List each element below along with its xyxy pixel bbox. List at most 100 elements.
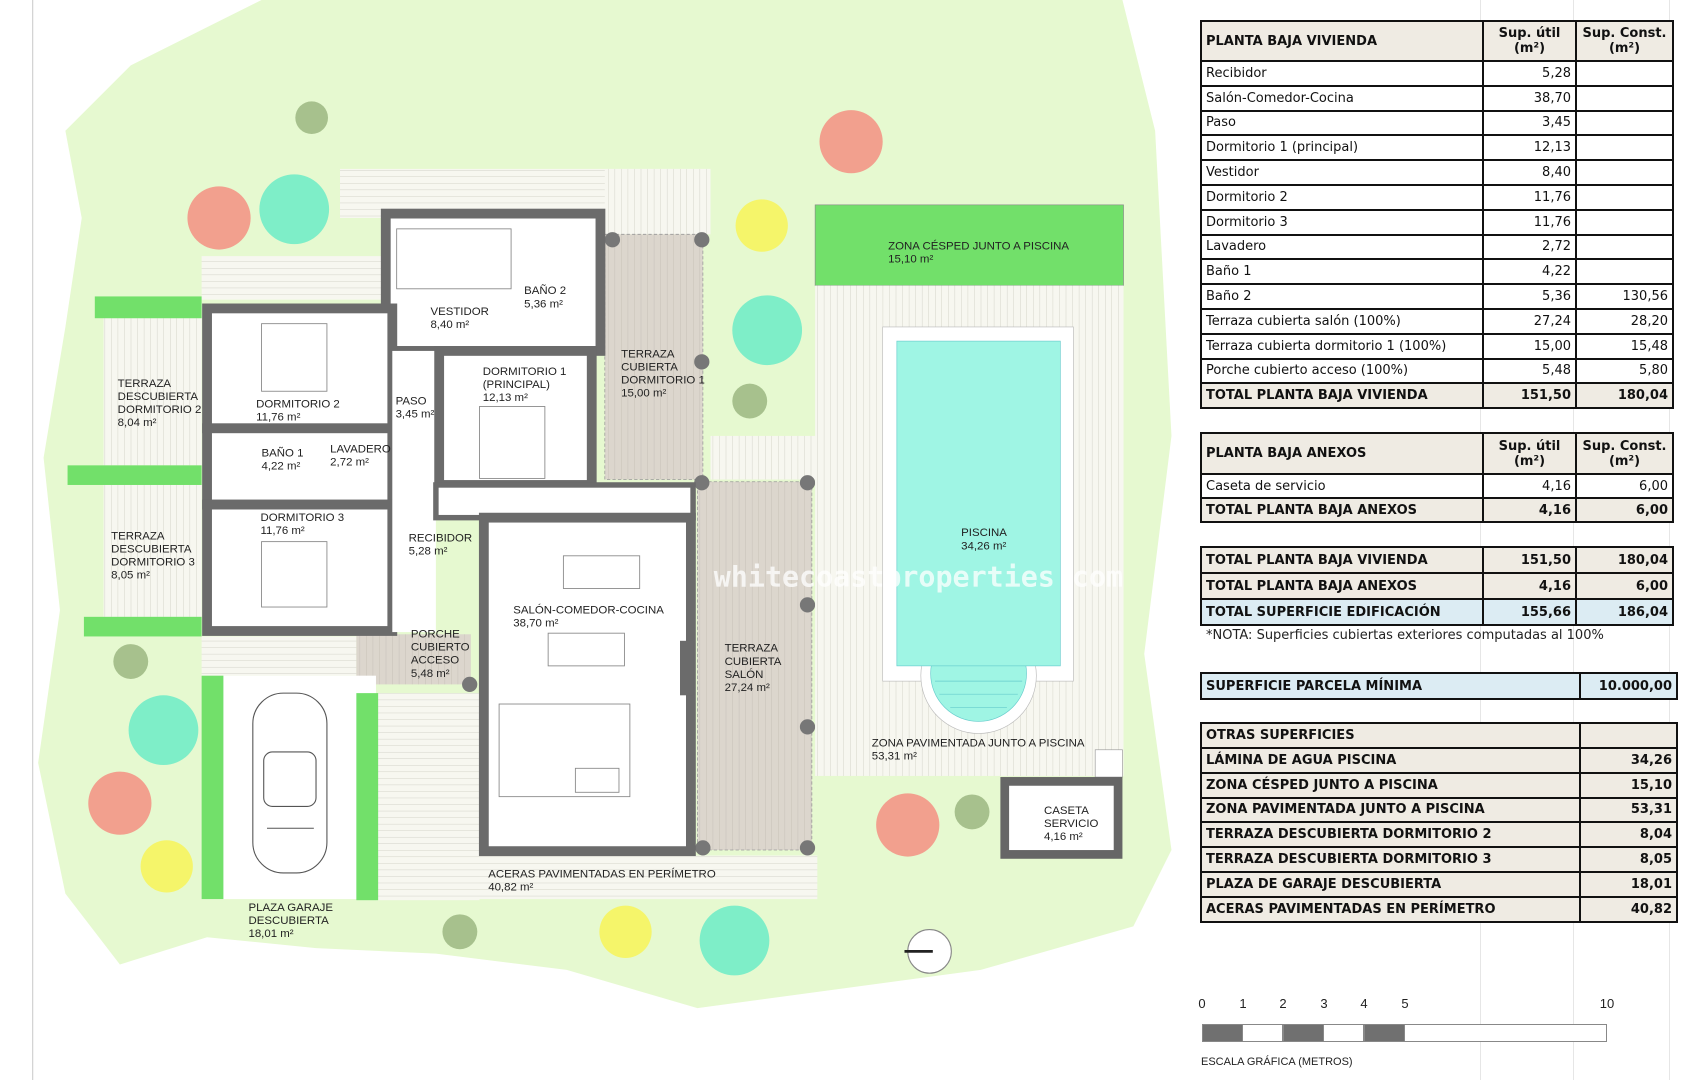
tree bbox=[732, 295, 803, 366]
label-line: (PRINCIPAL) bbox=[483, 379, 550, 391]
label-line: TERRAZA bbox=[621, 348, 675, 360]
label-line: DORMITORIO 1 bbox=[483, 366, 567, 378]
label-line: LAVADERO bbox=[330, 443, 391, 455]
label-line: 15,00 m² bbox=[621, 388, 666, 400]
cell-name: Baño 2 bbox=[1200, 283, 1484, 310]
cell-name: Salón-Comedor-Cocina bbox=[1200, 84, 1484, 112]
cell-name: ZONA PAVIMENTADA JUNTO A PISCINA bbox=[1200, 796, 1581, 824]
label-line: ACERAS PAVIMENTADAS EN PERÍMETRO bbox=[488, 867, 716, 880]
table-row: TOTAL PLANTA BAJA VIVIENDA 151,50 180,04 bbox=[1200, 546, 1674, 574]
cell-util: 38,70 bbox=[1482, 84, 1577, 112]
label-line: 27,24 m² bbox=[725, 682, 770, 694]
cell-const bbox=[1575, 208, 1674, 236]
label-line: BAÑO 1 bbox=[262, 447, 304, 460]
table-parcela: SUPERFICIE PARCELA MÍNIMA 10.000,00 bbox=[1200, 672, 1678, 700]
scale-tick: 3 bbox=[1320, 996, 1328, 1011]
tree bbox=[699, 905, 770, 976]
label-line: ZONA PAVIMENTADA JUNTO A PISCINA bbox=[872, 738, 1085, 750]
label-line: DORMITORIO 1 bbox=[621, 375, 705, 387]
label-line: PORCHE bbox=[411, 629, 460, 641]
table-title: OTRAS SUPERFICIES bbox=[1200, 722, 1581, 749]
cell-name: Dormitorio 2 bbox=[1200, 183, 1484, 211]
label-line: 12,13 m² bbox=[483, 392, 528, 404]
tree bbox=[259, 174, 330, 245]
table-title: PLANTA BAJA ANEXOS bbox=[1200, 432, 1484, 475]
cell-const bbox=[1575, 183, 1674, 211]
cell-const bbox=[1575, 159, 1674, 186]
tree bbox=[113, 644, 149, 679]
cell-util: 12,13 bbox=[1482, 134, 1577, 162]
tree bbox=[187, 186, 251, 250]
label-line: 38,70 m² bbox=[513, 618, 558, 630]
cell-const bbox=[1575, 134, 1674, 162]
table-row: TOTAL PLANTA BAJA ANEXOS 4,16 6,00 bbox=[1200, 572, 1674, 600]
label-line: 2,72 m² bbox=[330, 456, 369, 468]
tree bbox=[599, 905, 652, 958]
label-line: ACCESO bbox=[411, 655, 459, 667]
label-line: 5,48 m² bbox=[411, 668, 450, 680]
watermark: whitecoastproperties.com bbox=[714, 560, 1123, 593]
cell-value: 8,05 bbox=[1579, 846, 1678, 873]
cell-util: 5,48 bbox=[1482, 357, 1577, 385]
cell-name: TERRAZA DESCUBIERTA DORMITORIO 2 bbox=[1200, 821, 1581, 849]
furniture bbox=[261, 228, 641, 798]
cell-const: 5,80 bbox=[1575, 357, 1674, 385]
label-line: 4,16 m² bbox=[1044, 831, 1083, 843]
scale-tick: 1 bbox=[1239, 996, 1247, 1011]
cell-util: 8,40 bbox=[1482, 159, 1577, 186]
scale-tick: 4 bbox=[1360, 996, 1368, 1011]
label-line: SALÓN bbox=[725, 668, 764, 681]
cell-name: Terraza cubierta salón (100%) bbox=[1200, 307, 1484, 335]
label-line: 8,40 m² bbox=[430, 319, 469, 331]
label-line: ZONA CÉSPED JUNTO A PISCINA bbox=[888, 240, 1069, 253]
table-row: Terraza cubierta dormitorio 1 (100%)15,0… bbox=[1200, 332, 1674, 360]
label-line: 3,45 m² bbox=[396, 408, 435, 420]
label-line: 11,76 m² bbox=[256, 412, 300, 424]
garage-space bbox=[201, 675, 376, 900]
tree bbox=[295, 101, 329, 135]
lawn-strip bbox=[67, 465, 202, 485]
tree bbox=[140, 840, 193, 893]
label-line: 53,31 m² bbox=[872, 751, 917, 763]
label-line: PISCINA bbox=[961, 527, 1007, 539]
label-line: DORMITORIO 2 bbox=[256, 399, 340, 411]
pool-water bbox=[896, 340, 1061, 667]
label-line: CUBIERTO bbox=[411, 642, 470, 654]
table-title: PLANTA BAJA VIVIENDA bbox=[1200, 20, 1484, 62]
deck-top-right bbox=[604, 168, 711, 235]
label-line: CUBIERTA bbox=[725, 656, 782, 668]
covered-terrace-dorm1 bbox=[604, 233, 704, 480]
cell-name: PLAZA DE GARAJE DESCUBIERTA bbox=[1200, 870, 1581, 898]
cell-const: 28,20 bbox=[1575, 307, 1674, 335]
label-line: 8,04 m² bbox=[118, 417, 157, 429]
cell-util: 27,24 bbox=[1482, 307, 1577, 335]
label-line: DESCUBIERTA bbox=[248, 915, 329, 927]
cell-util: 3,45 bbox=[1482, 109, 1577, 137]
trees bbox=[88, 101, 990, 976]
cell-name: Paso bbox=[1200, 109, 1484, 137]
cell-name: Lavadero bbox=[1200, 233, 1484, 261]
label-line: DORMITORIO 3 bbox=[111, 557, 195, 569]
scale-tick: 10 bbox=[1599, 996, 1615, 1011]
label-line: CUBIERTA bbox=[621, 362, 678, 374]
cell-name: ZONA CÉSPED JUNTO A PISCINA bbox=[1200, 771, 1581, 799]
scale-tick: 5 bbox=[1401, 996, 1409, 1011]
deck-below-dorm3 bbox=[201, 636, 357, 676]
